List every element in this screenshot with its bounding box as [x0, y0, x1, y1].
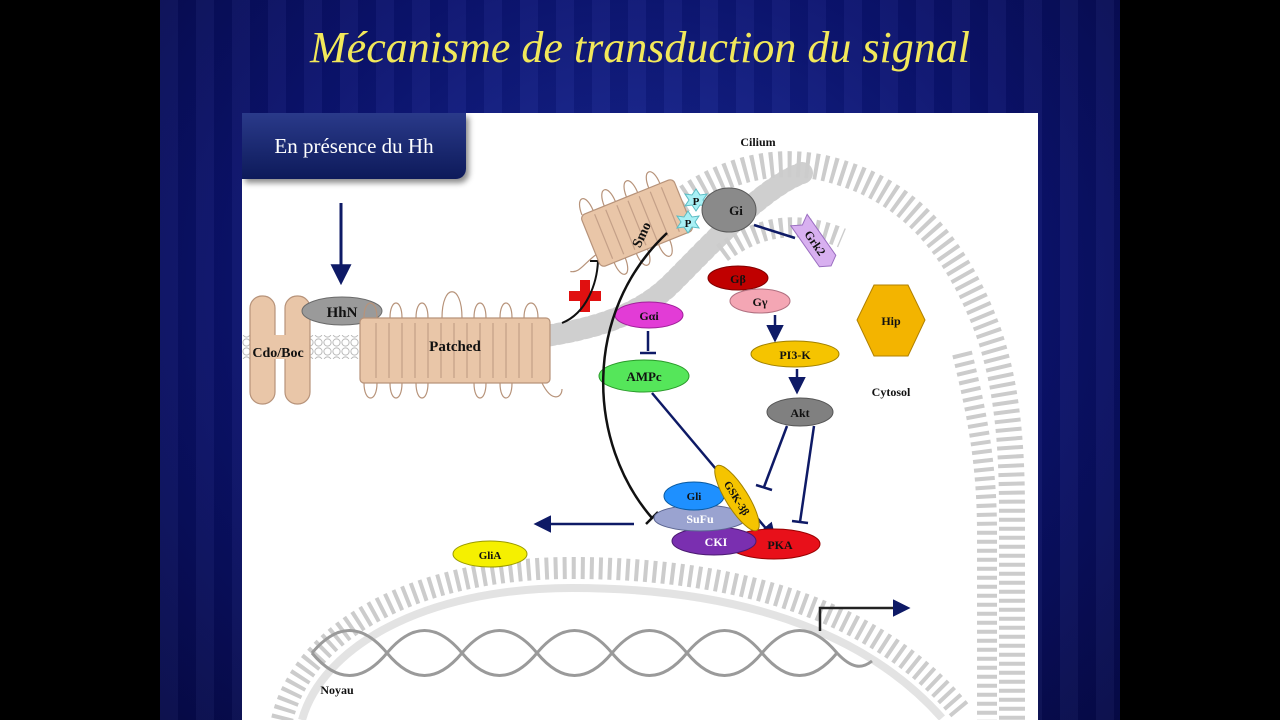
nuclear-envelope	[271, 556, 971, 720]
cilium-membrane	[663, 151, 1025, 720]
hip-label: Hip	[881, 314, 901, 328]
phospho-star-1	[683, 188, 709, 212]
glia-node	[452, 540, 528, 568]
condition-label: En présence du Hh	[274, 133, 434, 158]
gbeta-label: Gβ	[730, 272, 746, 286]
signaling-diagram: Cdo/Boc HhN Patched	[242, 135, 1025, 720]
galpha-i-ampc-inhibition	[640, 331, 656, 355]
ggamma-node	[729, 288, 791, 314]
pi3k-node	[750, 340, 840, 368]
p1-label: P	[693, 196, 700, 208]
hhn-label: HhN	[327, 305, 358, 321]
pi3k-label: PI3-K	[779, 348, 811, 362]
gsk3b-node	[714, 464, 760, 532]
diagram-panel: Cdo/Boc HhN Patched	[242, 113, 1038, 720]
ggamma-label: Gγ	[753, 295, 768, 309]
p2-label: P	[685, 218, 692, 230]
ampc-node	[598, 359, 690, 393]
phospho-star-2	[675, 210, 701, 234]
cytosol-label: Cytosol	[872, 385, 911, 399]
akt-node	[766, 397, 834, 427]
akt-gsk-inhibition	[762, 425, 789, 488]
pka-label: PKA	[767, 538, 793, 552]
gi-grk2-link	[753, 223, 796, 240]
gbeta-node	[707, 265, 769, 291]
akt-label: Akt	[790, 406, 809, 420]
gi-label: Gi	[729, 203, 743, 218]
hip-node	[856, 284, 926, 357]
slide: Mécanisme de transduction du signal	[160, 0, 1120, 720]
glia-label: GliA	[479, 550, 502, 562]
galpha-i-label: Gαi	[639, 309, 659, 323]
patched-label: Patched	[429, 339, 481, 355]
akt-pka-inhibition	[798, 425, 816, 523]
cilium-label: Cilium	[740, 135, 775, 149]
grk2-node	[789, 213, 837, 268]
sufu-label: SuFu	[686, 512, 714, 526]
condition-box: En présence du Hh	[242, 113, 466, 179]
dna-helix	[310, 629, 873, 677]
transcription-start-arrow	[818, 599, 911, 631]
patched-receptor	[359, 291, 563, 399]
cdo-boc-label: Cdo/Boc	[252, 346, 303, 361]
cki-label: CKI	[705, 535, 728, 549]
gli-label: Gli	[687, 491, 702, 503]
nucleus-label: Noyau	[320, 683, 354, 697]
cdo-boc-receptor	[249, 295, 311, 405]
ampc-label: AMPc	[626, 369, 662, 384]
slide-title: Mécanisme de transduction du signal	[310, 23, 970, 72]
smo-receptor	[570, 171, 693, 275]
patched-smo-inhibition	[561, 260, 599, 324]
gi-node	[701, 187, 757, 233]
red-cross-icon	[569, 280, 601, 312]
smo-gli-inhibition	[601, 232, 668, 519]
